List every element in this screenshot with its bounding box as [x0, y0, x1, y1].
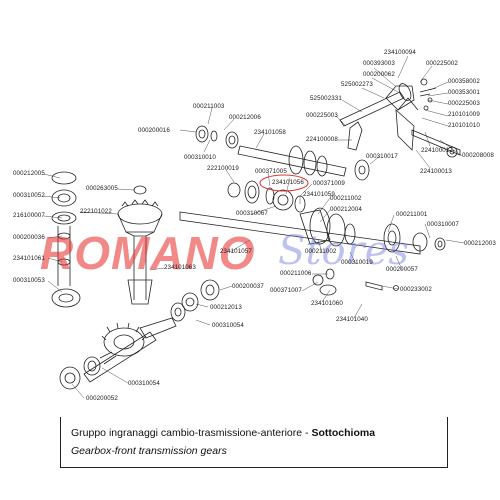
part-number-label: 000310067 — [236, 210, 268, 217]
part-number-label: 224100013 — [420, 168, 452, 175]
part-number-label: 000212006 — [229, 114, 261, 121]
part-number-label: 000371005 — [255, 168, 287, 175]
part-number-label: 234100094 — [384, 49, 416, 56]
part-number-label: 525002273 — [341, 81, 373, 88]
caption-italian-text: Gruppo ingranaggi cambio-trasmissione-an… — [71, 427, 312, 439]
part-number-label: 000358002 — [448, 78, 480, 85]
part-number-label: 000211003 — [193, 103, 225, 110]
part-number-label: 000200037 — [232, 283, 264, 290]
part-number-label: 000200052 — [86, 395, 118, 402]
lower-bearings — [170, 279, 220, 322]
part-number-label: 234101060 — [311, 300, 343, 307]
part-number-label: 000200062 — [363, 71, 395, 78]
part-number-label: 000212013 — [210, 304, 242, 311]
part-number-label: 234101057 — [220, 248, 252, 255]
part-number-label: 000211006 — [280, 270, 312, 277]
part-number-label: 000371009 — [313, 180, 345, 187]
part-number-label: 000310017 — [366, 153, 398, 160]
part-number-label: 000310010 — [184, 154, 216, 161]
part-number-label: 234101056 — [272, 179, 304, 186]
part-number-label: 000310054 — [128, 380, 160, 387]
part-number-label: 000212005 — [13, 170, 45, 177]
middle-bearing-set — [227, 180, 306, 213]
caption-italian: Gruppo ingranaggi cambio-trasmissione-an… — [71, 427, 375, 439]
part-number-label: 000310052 — [13, 192, 45, 199]
part-number-label: 234101058 — [254, 129, 286, 136]
part-number-label: 224100017 — [421, 147, 453, 154]
part-number-label: 000310019 — [341, 259, 373, 266]
part-number-label: 000208008 — [462, 152, 494, 159]
part-number-label: 000263005 — [86, 185, 118, 192]
part-number-label: 000200036 — [13, 234, 45, 241]
highlight-ellipse — [259, 174, 309, 192]
part-number-label: 000200057 — [386, 266, 418, 273]
part-number-label: 000225002 — [426, 60, 458, 67]
lower-pinion-shaft — [59, 317, 177, 390]
part-number-label: 000211002 — [330, 195, 362, 202]
part-number-label: 000211002 — [305, 248, 337, 255]
part-number-label: 000211001 — [396, 211, 428, 218]
main-shaft — [179, 207, 446, 255]
part-number-label: 222100019 — [207, 165, 239, 172]
part-number-label: 234101059 — [303, 191, 335, 198]
part-number-label: 222101022 — [80, 208, 112, 215]
part-number-label: 000212004 — [330, 206, 362, 213]
part-number-label: 000200016 — [138, 127, 170, 134]
part-number-label: 210101010 — [448, 122, 480, 129]
upper-right-shaft — [339, 78, 461, 181]
part-number-label: 000353001 — [448, 89, 480, 96]
bevel-gear-assembly — [117, 199, 163, 305]
part-number-label: 000225003 — [448, 100, 480, 107]
part-number-label: 216100007 — [13, 212, 45, 219]
part-number-label: 234101061 — [13, 255, 45, 262]
left-column-parts — [51, 171, 147, 308]
part-number-label: 000310053 — [13, 277, 45, 284]
caption-italian-bold: Sottochioma — [311, 427, 376, 439]
lower-small-parts — [312, 268, 399, 296]
caption-box: Gruppo ingranaggi cambio-trasmissione-an… — [60, 417, 448, 468]
part-number-label: 000225003 — [306, 112, 338, 119]
part-number-label: 000393003 — [363, 60, 395, 67]
part-number-label: 234101040 — [336, 316, 368, 323]
part-number-label: 234101063 — [164, 264, 196, 271]
part-number-label: 224100008 — [306, 136, 338, 143]
part-number-label: 525002331 — [310, 95, 342, 102]
part-number-label: 000371007 — [270, 287, 302, 294]
leader-lines — [43, 55, 465, 399]
caption-english: Gearbox-front transmission gears — [71, 445, 227, 457]
part-number-label: 000310054 — [212, 322, 244, 329]
part-number-label: 000212003 — [464, 240, 496, 247]
part-number-label: 000310007 — [427, 221, 459, 228]
upper-gear-shaft — [195, 125, 347, 177]
part-number-label: 210101009 — [448, 111, 480, 118]
part-number-label: 000233002 — [400, 286, 432, 293]
